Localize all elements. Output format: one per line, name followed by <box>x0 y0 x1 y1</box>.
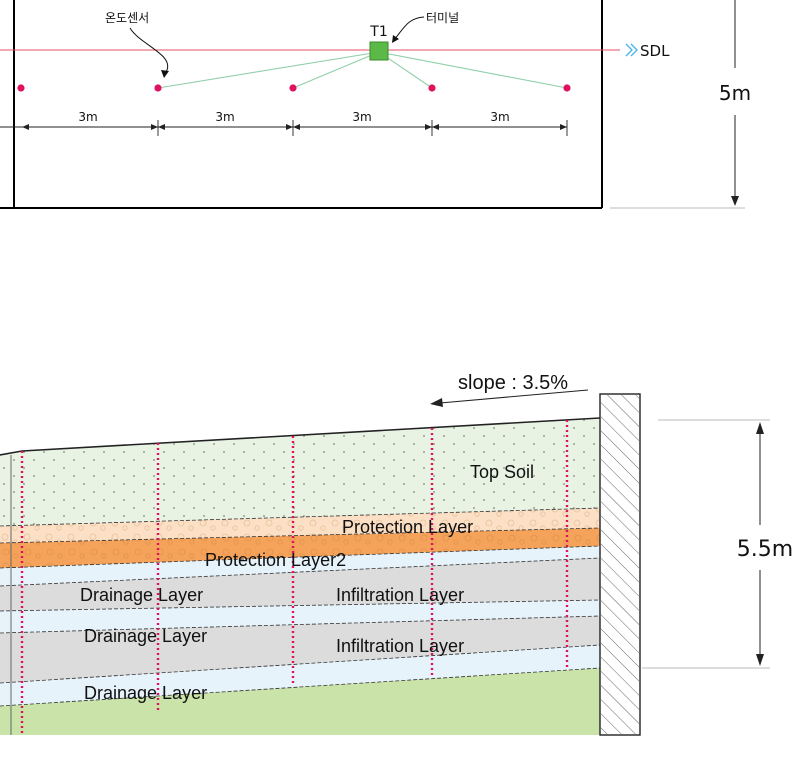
plan-view: T1 터미널 온도센서 SDL 3m <box>0 0 751 209</box>
sensor-pointer <box>129 27 169 73</box>
ground-layer <box>0 668 600 735</box>
terminal-pointer-head <box>392 35 399 43</box>
infiltration-layer-1 <box>0 558 600 611</box>
sensor-dot <box>17 84 25 92</box>
plan-height-dimension <box>610 0 745 209</box>
sensor-dot <box>154 84 162 92</box>
section-view: Top Soil Protection Layer Protection Lay… <box>0 372 793 736</box>
sensor-dot <box>428 84 436 92</box>
output-label: SDL <box>640 42 670 60</box>
label-drainage-2: Drainage Layer <box>84 626 207 646</box>
sdl-arrow-icon <box>625 43 638 57</box>
label-infiltration-2: Infiltration Layer <box>336 636 464 656</box>
sensor-dot <box>289 84 297 92</box>
protection-layer-1-texture <box>0 508 600 543</box>
spacing-label: 3m <box>352 110 371 124</box>
spacing-dimensions <box>0 120 568 136</box>
drainage-layer-3 <box>0 645 600 706</box>
label-infiltration-1: Infiltration Layer <box>336 585 464 605</box>
slope-arrow-head <box>430 398 443 407</box>
infiltration-layer-2 <box>0 616 600 683</box>
terminal-pointer <box>393 16 425 41</box>
drainage-layer-1 <box>0 546 600 586</box>
spacing-label: 3m <box>490 110 509 124</box>
slope-arrow <box>439 389 589 404</box>
terminal-box <box>369 41 389 61</box>
protection-layer-2-texture <box>0 528 600 568</box>
temperature-sensors <box>17 84 571 92</box>
sensor-dot <box>563 84 571 92</box>
label-drainage-3: Drainage Layer <box>84 683 207 703</box>
top-soil-texture <box>0 418 600 526</box>
sensor-probes <box>20 420 569 735</box>
spacing-label: 3m <box>78 110 97 124</box>
terminal-label: 터미널 <box>426 11 459 25</box>
section-height-label: 5.5m <box>737 537 793 562</box>
layer-boundaries <box>0 507 601 707</box>
plan-height-label: 5m <box>719 81 751 105</box>
label-protection: Protection Layer <box>342 517 473 537</box>
retaining-wall-hatch <box>601 395 639 734</box>
wire-1 <box>157 51 380 89</box>
label-protection2: Protection Layer2 <box>205 550 346 570</box>
spacing-label: 3m <box>215 110 234 124</box>
wire-2 <box>292 51 380 89</box>
section-height-dimension <box>642 419 770 669</box>
terminal-id: T1 <box>369 24 387 40</box>
label-top-soil: Top Soil <box>470 462 534 482</box>
sensor-label: 온도센서 <box>105 11 149 25</box>
sensor-pointer-head <box>161 70 169 78</box>
slope-label: slope : 3.5% <box>458 372 568 394</box>
sensor-wires <box>157 51 568 89</box>
wire-4 <box>378 51 568 89</box>
label-drainage-1: Drainage Layer <box>80 585 203 605</box>
